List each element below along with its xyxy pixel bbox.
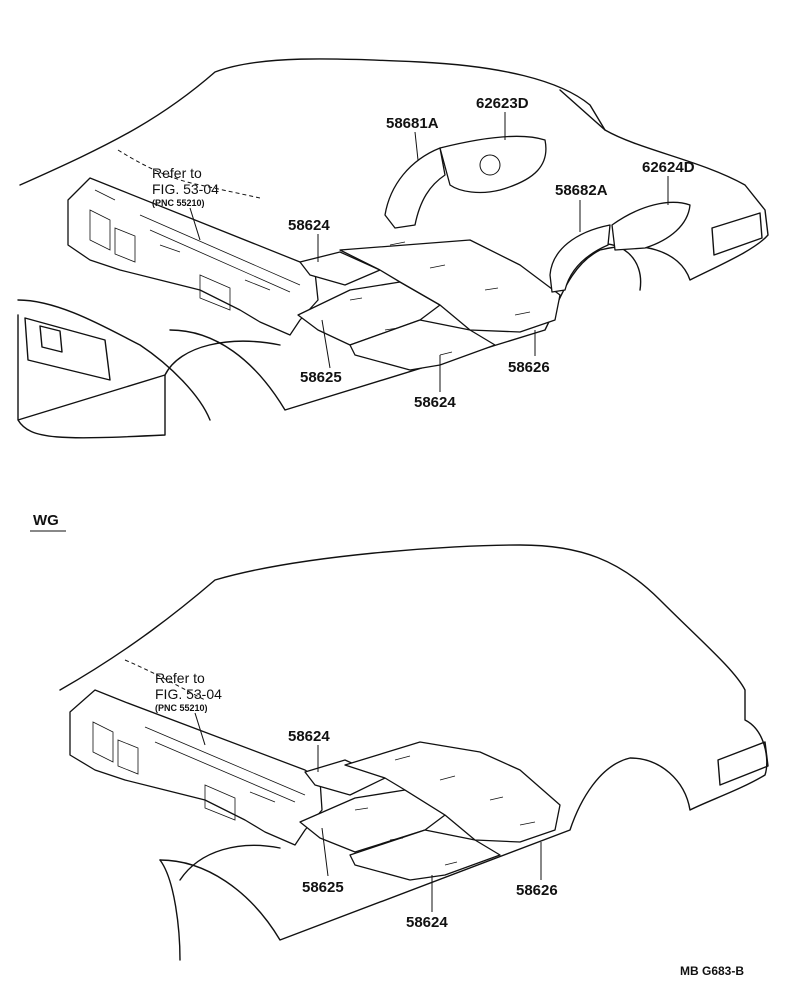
silencer-58624-upper <box>299 251 381 286</box>
ref-text-line3: (PNC 55210) <box>152 198 205 208</box>
wagon-silencer-58624-upper <box>304 759 386 796</box>
wagon-label-58624-upper: 58624 <box>288 728 330 745</box>
dash-panel-detail <box>89 189 301 311</box>
cover-58681A <box>384 147 446 229</box>
wagon-label-58625: 58625 <box>302 879 344 896</box>
wagon-label-58626: 58626 <box>516 882 558 899</box>
sedan-rear-pillar <box>559 89 606 131</box>
sedan-front-wheel-arch <box>164 340 281 376</box>
cover-62624D <box>611 201 691 251</box>
wagon-roof-line <box>124 659 206 701</box>
wagon-silencer-58625 <box>299 789 446 853</box>
wagon-front-fender <box>159 859 181 961</box>
wagon-dash-panel <box>69 689 323 846</box>
silencer-58625 <box>297 281 441 346</box>
wagon-view: WG Refer to FIG. 53-04 (PNC 55210) 58624… <box>30 512 769 961</box>
ref-text-line2: FIG. 53-04 <box>152 181 219 197</box>
wagon-silencer-58624-lower <box>349 829 501 881</box>
silencer-58624-lower <box>349 319 496 371</box>
label-62623D: 62623D <box>476 95 529 112</box>
cover-62623D-hole <box>479 154 501 176</box>
wagon-dash-panel-detail <box>92 721 306 821</box>
wagon-silencer-58626 <box>344 741 561 843</box>
ref-leader <box>189 207 201 241</box>
cover-62623D <box>439 135 547 194</box>
label-58681A: 58681A <box>386 115 439 132</box>
sedan-view: Refer to FIG. 53-04 (PNC 55210) 58681A 6… <box>17 58 769 439</box>
label-58625: 58625 <box>300 369 342 386</box>
label-58624-lower: 58624 <box>414 394 456 411</box>
label-58682A: 58682A <box>555 182 608 199</box>
wagon-body-outline <box>59 544 768 941</box>
sedan-front-fender <box>17 299 211 439</box>
silencer-detail <box>349 241 531 356</box>
label-58626: 58626 <box>508 359 550 376</box>
sedan-rear-lamp <box>711 212 763 256</box>
wagon-leader-58625 <box>321 827 329 877</box>
wagon-rear-lamp <box>717 741 769 786</box>
wagon-silencer-detail <box>354 755 536 866</box>
wagon-ref-leader <box>194 712 206 746</box>
leader-58625 <box>321 319 331 369</box>
variant-tag: WG <box>33 512 59 529</box>
silencer-58626 <box>339 239 561 333</box>
figure-code: MB G683-B <box>680 964 744 978</box>
dash-panel <box>67 177 319 336</box>
wagon-ref-text-line2: FIG. 53-04 <box>155 686 222 702</box>
wagon-ref-text-line3: (PNC 55210) <box>155 703 208 713</box>
sedan-headlamp <box>24 317 111 381</box>
label-62624D: 62624D <box>642 159 695 176</box>
ref-text-line1: Refer to <box>152 165 202 181</box>
cover-58682A <box>549 224 611 293</box>
label-58624-upper: 58624 <box>288 217 330 234</box>
wagon-label-58624-lower: 58624 <box>406 914 448 931</box>
wagon-ref-text-line1: Refer to <box>155 670 205 686</box>
wagon-front-wheel-arch <box>179 844 281 881</box>
leader-58681A <box>414 131 419 161</box>
